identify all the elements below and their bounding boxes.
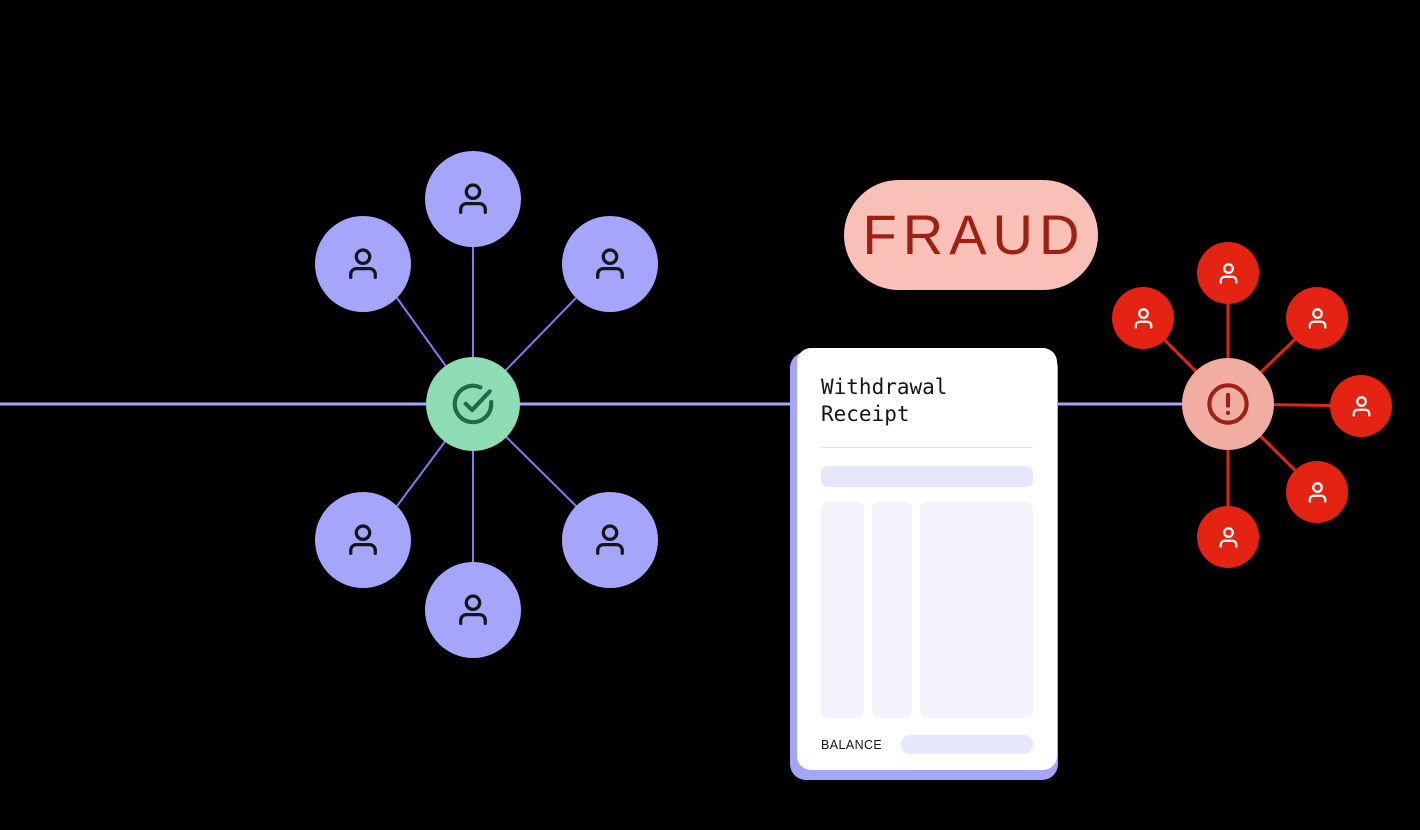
- fraud-person-node-upper-left[interactable]: [1112, 287, 1174, 349]
- fraud-badge: FRAUD: [844, 180, 1098, 290]
- skeleton-column-details: [920, 502, 1033, 719]
- safe-person-node-lower-left[interactable]: [315, 492, 411, 588]
- person-icon: [1213, 258, 1244, 289]
- person-icon: [340, 517, 386, 563]
- person-icon: [587, 241, 633, 287]
- fraud-hub[interactable]: [1182, 358, 1274, 450]
- receipt-footer: BALANCE: [821, 735, 1033, 755]
- redacted-balance-bar: [901, 735, 1033, 755]
- fraud-badge-label: FRAUD: [862, 203, 1086, 266]
- verified-hub[interactable]: [426, 357, 520, 451]
- balance-label: BALANCE: [821, 737, 883, 752]
- check-circle-icon: [447, 378, 499, 430]
- safe-person-node-top[interactable]: [425, 151, 521, 247]
- person-icon: [450, 587, 496, 633]
- safe-person-node-upper-right[interactable]: [562, 216, 658, 312]
- withdrawal-receipt-card[interactable]: Withdrawal Receipt BALANCE: [797, 348, 1057, 770]
- receipt-divider: [821, 446, 1033, 449]
- safe-person-node-bottom[interactable]: [425, 562, 521, 658]
- person-icon: [1128, 303, 1159, 334]
- receipt-title: Withdrawal Receipt: [821, 375, 948, 426]
- fraud-person-node-upper-right[interactable]: [1286, 287, 1348, 349]
- person-icon: [1302, 303, 1333, 334]
- safe-cluster-spokes: [396, 247, 577, 562]
- person-icon: [1346, 391, 1377, 422]
- person-icon: [1213, 522, 1244, 553]
- safe-person-node-lower-right[interactable]: [562, 492, 658, 588]
- fraud-person-node-top[interactable]: [1197, 242, 1259, 304]
- person-icon: [587, 517, 633, 563]
- person-icon: [450, 176, 496, 222]
- safe-person-node-upper-left[interactable]: [315, 216, 411, 312]
- skeleton-column-code: [872, 502, 912, 719]
- person-icon: [340, 241, 386, 287]
- fraud-person-node-lower-right[interactable]: [1286, 461, 1348, 523]
- fraud-person-node-bottom[interactable]: [1197, 506, 1259, 568]
- skeleton-column-date: [821, 502, 864, 719]
- person-icon: [1302, 477, 1333, 508]
- fraud-person-node-right[interactable]: [1330, 375, 1392, 437]
- alert-circle-icon: [1202, 378, 1254, 430]
- redacted-amount-bar: [821, 466, 1033, 488]
- receipt-skeleton-columns: [821, 502, 1033, 719]
